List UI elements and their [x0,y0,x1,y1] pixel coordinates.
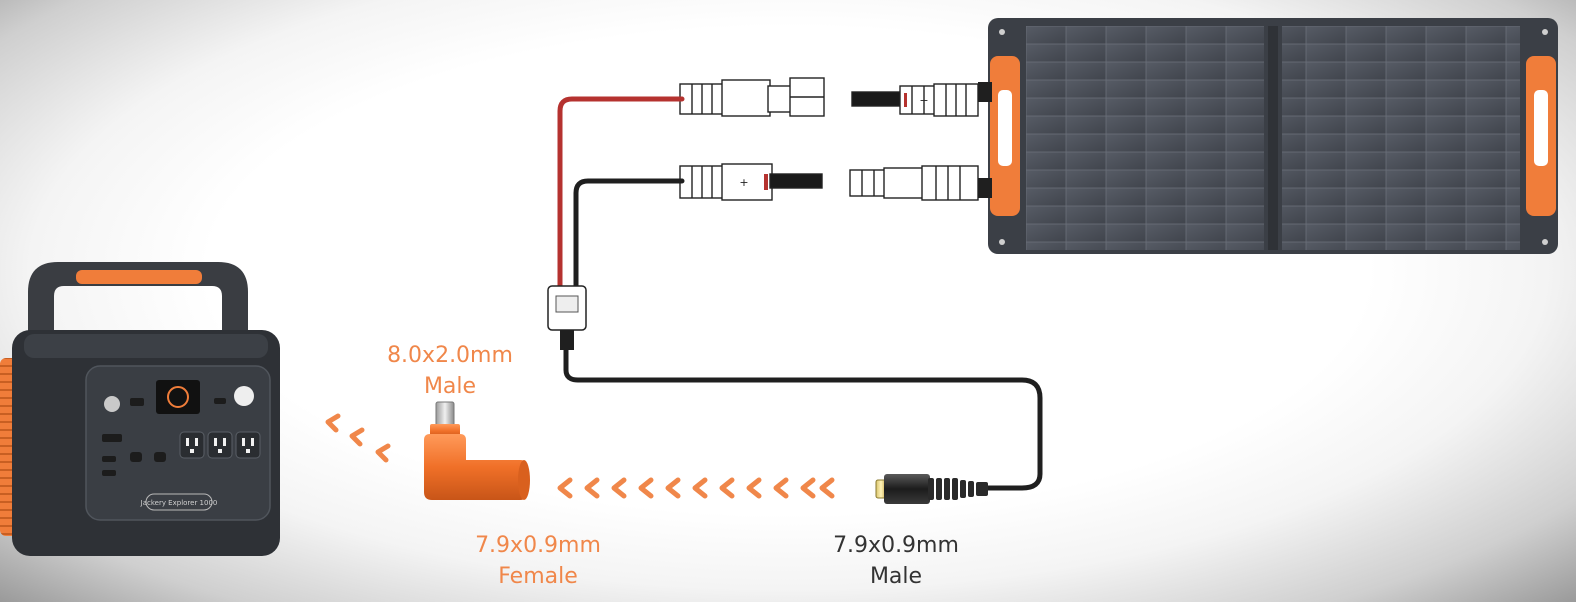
cables [557,96,1043,491]
chevron-left-icon [638,477,654,499]
adapter-bottom-gender: Female [498,564,578,589]
power-station: Jackery Explorer 1000 [0,262,280,556]
chevron-left-icon [584,477,600,499]
chevron-left-icon [375,443,391,463]
dc-adapter [424,401,530,500]
brand-label: Jackery Explorer 1000 [140,499,218,507]
light-button-icon [234,386,254,406]
panel-handle-right [1526,56,1556,216]
chevron-left-icon [773,477,789,499]
flow-arrows [325,413,835,499]
ac-outlets [179,431,261,459]
chevron-left-icon [692,477,708,499]
chevron-left-icon [325,413,341,433]
chevron-left-icon [719,477,735,499]
chevron-left-icon [819,477,835,499]
adapter-top-label: 8.0x2.0mm Male [360,340,540,402]
panel-handle-left [978,56,1020,216]
chevron-left-icon [557,477,573,499]
lcd-display [156,380,200,414]
plug-gender: Male [869,564,923,589]
chevron-left-icon [665,477,681,499]
panel-rivet [1542,29,1548,35]
black-cable [573,178,685,293]
mc4-male-connector-bottom [849,165,979,201]
adapter-top-gender: Male [423,374,477,399]
chevron-left-icon [349,427,365,447]
power-button-icon [104,396,120,412]
plug-label: 7.9x0.9mm Male [808,530,984,592]
plug-size: 7.9x0.9mm [833,533,959,558]
plus-icon: + [919,94,928,107]
output-cable [563,347,1043,491]
power-station-handle [28,262,248,354]
red-cable [557,96,685,293]
mc4-female-connector-bottom [679,163,823,201]
adapter-bottom-size: 7.9x0.9mm [475,533,601,558]
chevron-left-icon [746,477,762,499]
panel-hinge [1268,26,1278,250]
adapter-top-size: 8.0x2.0mm [387,343,513,368]
chevron-left-icon [800,477,816,499]
solar-panel [978,18,1558,254]
panel-rivet [999,29,1005,35]
adapter-bottom-label: 7.9x0.9mm Female [450,530,626,592]
solar-cells-right [1282,26,1520,250]
mc4-female-connector-top [851,83,979,117]
mc4-male-connector-top [679,77,825,117]
panel-rivet [999,239,1005,245]
chevron-left-icon [611,477,627,499]
panel-rivet [1542,239,1548,245]
solar-cells-left [1026,26,1264,250]
y-splitter [547,285,587,350]
handle-grip [76,270,202,284]
dc-male-plug [875,474,988,504]
plus-icon: + [739,176,748,189]
